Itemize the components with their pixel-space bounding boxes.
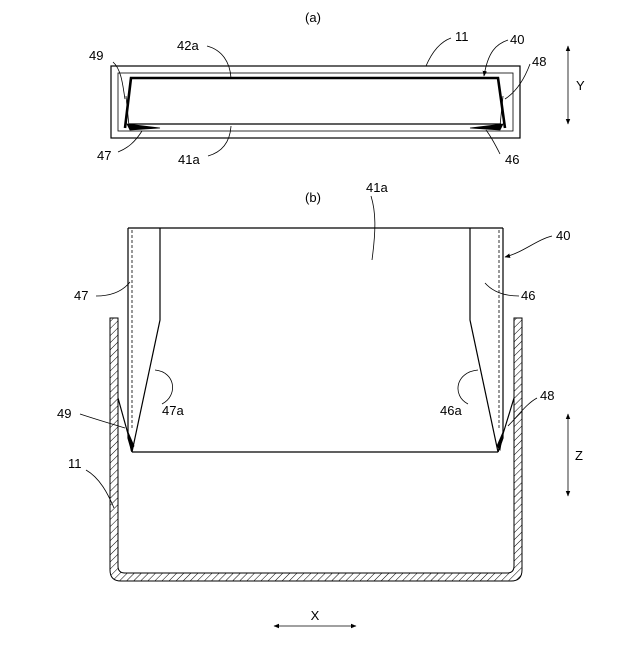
- panel-a-caption: (a): [305, 10, 321, 25]
- label-41a: 41a: [178, 152, 200, 167]
- wedge-46: [470, 124, 503, 130]
- label-48: 48: [532, 54, 546, 69]
- leader-46: [485, 283, 519, 296]
- lid-top-plate: [125, 78, 505, 128]
- axis-y-label: Y: [576, 78, 585, 93]
- label-46: 46: [505, 152, 519, 167]
- leader-49: [113, 62, 125, 99]
- label-46: 46: [521, 288, 535, 303]
- leader-46: [486, 130, 500, 154]
- leader-48: [505, 64, 530, 99]
- axis-z-label: Z: [575, 448, 583, 463]
- container-wall-hatched: [110, 318, 522, 581]
- wedge-46-profile: [470, 228, 498, 452]
- leader-46a: [458, 370, 478, 404]
- leader-41a: [208, 126, 231, 156]
- label-48: 48: [540, 388, 554, 403]
- label-47: 47: [74, 288, 88, 303]
- label-11: 11: [68, 456, 82, 471]
- label-40: 40: [556, 228, 570, 243]
- label-47: 47: [97, 148, 111, 163]
- label-49: 49: [89, 48, 103, 63]
- container-inner-wall: [118, 73, 513, 131]
- leader-40: [505, 236, 552, 257]
- leader-47a: [155, 370, 173, 404]
- leader-47: [96, 282, 130, 296]
- label-49: 49: [57, 406, 71, 421]
- wedge-47-profile: [132, 228, 160, 452]
- label-42a: 42a: [177, 38, 199, 53]
- leader-40: [484, 40, 508, 76]
- panel-b: (b) 41a 40 47 46 47a: [57, 180, 583, 626]
- panel-a: (a) 49 42a 11 40 48 47 41a 46 Y: [89, 10, 585, 167]
- panel-b-caption: (b): [305, 190, 321, 205]
- label-47a: 47a: [162, 403, 184, 418]
- label-40: 40: [510, 32, 524, 47]
- leader-47: [118, 131, 142, 152]
- label-41a: 41a: [366, 180, 388, 195]
- lid-left-outer: [128, 228, 132, 452]
- axis-x-label: X: [311, 608, 320, 623]
- wedge-47: [127, 124, 160, 130]
- leader-11: [426, 38, 451, 66]
- label-11: 11: [455, 29, 469, 44]
- label-46a: 46a: [440, 403, 462, 418]
